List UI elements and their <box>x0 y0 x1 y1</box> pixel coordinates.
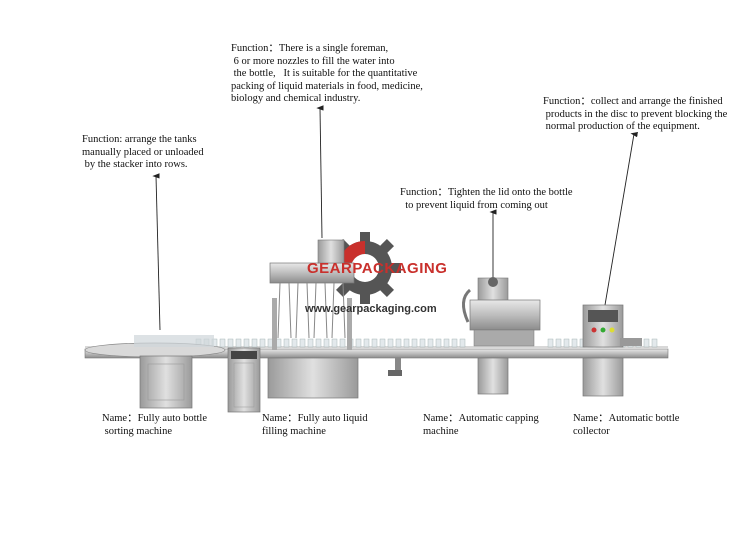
function-text-sorting: Function: arrange the tanks manually pla… <box>82 134 204 170</box>
brand-url-text: www.gearpackaging.com <box>305 303 437 315</box>
bottle <box>355 338 362 348</box>
filling-machine <box>267 239 359 399</box>
arrow-filling <box>316 105 324 239</box>
bottle <box>459 338 466 348</box>
bottle <box>427 338 434 348</box>
sorting-machine <box>84 335 226 409</box>
filling-nozzle <box>295 282 299 339</box>
pointer-arrows <box>152 105 639 331</box>
bottle <box>395 338 402 348</box>
name-text-capping: Name：Automatic capping machine <box>423 413 539 437</box>
bottle <box>251 338 258 348</box>
bottle <box>259 338 266 348</box>
name-text-sorting: Name：Fully auto bottle sorting machine <box>102 413 207 437</box>
name-text-filling: Name：Fully auto liquid filling machine <box>262 413 368 437</box>
bottle <box>563 338 570 348</box>
function-text-filling: Function：There is a single foreman, 6 or… <box>231 43 423 104</box>
filling-nozzle <box>324 282 328 339</box>
bottle <box>243 338 250 348</box>
bottle <box>379 338 386 348</box>
bottle <box>371 338 378 348</box>
bottle <box>323 338 330 348</box>
bottle <box>315 338 322 348</box>
capping-machine <box>462 277 541 395</box>
bottle <box>411 338 418 348</box>
filling-nozzle <box>306 282 310 339</box>
bottle <box>363 338 370 348</box>
filling-nozzle <box>288 282 292 339</box>
bottle <box>291 338 298 348</box>
bottle <box>451 338 458 348</box>
bottle <box>219 338 226 348</box>
bottle <box>547 338 554 348</box>
filling-nozzle <box>342 282 346 339</box>
bottle <box>555 338 562 348</box>
control-cabinet <box>227 347 261 413</box>
bottle <box>419 338 426 348</box>
bottle <box>435 338 442 348</box>
conveyor-belt <box>84 346 669 376</box>
brand-logo-text: GEARPACKAGING <box>307 260 448 277</box>
bottle <box>331 338 338 348</box>
bottle <box>643 338 650 348</box>
bottle <box>227 338 234 348</box>
bottle <box>403 338 410 348</box>
bottle <box>443 338 450 348</box>
bottle <box>339 338 346 348</box>
bottle <box>283 338 290 348</box>
arrow-collector <box>604 131 639 306</box>
bottle <box>307 338 314 348</box>
bottle <box>387 338 394 348</box>
bottle <box>299 338 306 348</box>
name-text-collector: Name：Automatic bottle collector <box>573 413 680 437</box>
function-text-collector: Function：collect and arrange the finishe… <box>543 96 728 132</box>
bottle <box>235 338 242 348</box>
filling-nozzle <box>277 282 281 339</box>
bottle <box>571 338 578 348</box>
arrow-sorting <box>152 173 161 331</box>
function-text-capping: Function：Tighten the lid onto the bottle… <box>400 187 573 211</box>
filling-nozzle <box>331 282 335 339</box>
bottle-collector <box>582 304 642 397</box>
bottle <box>651 338 658 348</box>
filling-nozzle <box>313 282 317 339</box>
